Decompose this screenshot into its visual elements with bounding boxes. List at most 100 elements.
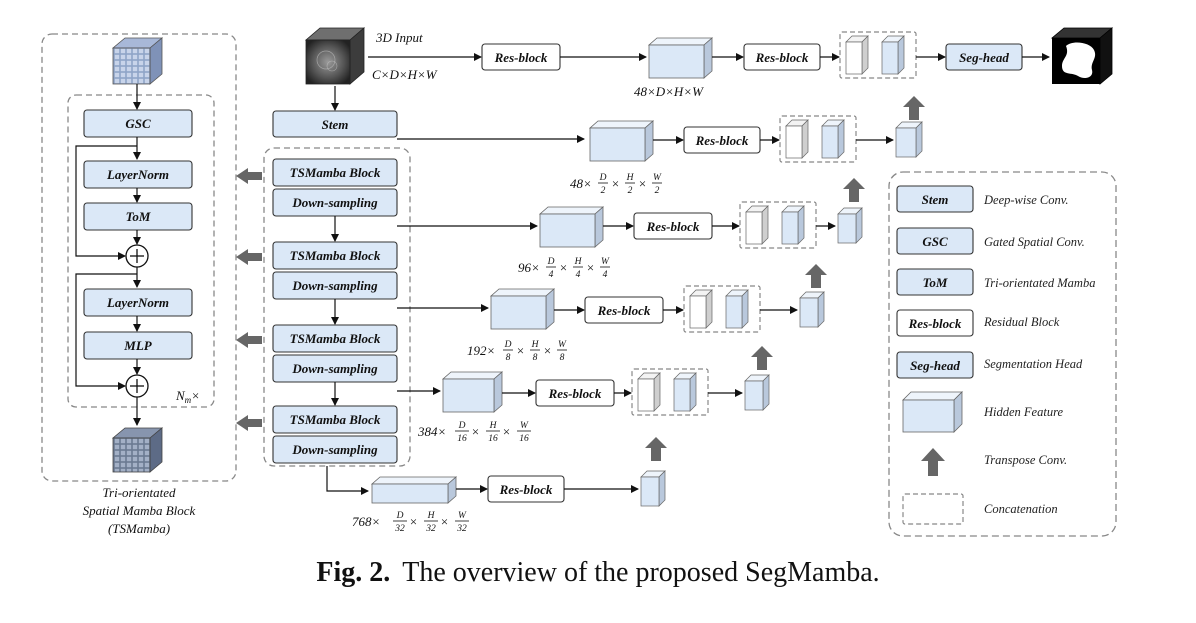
left-caption-3: (TSMamba): [108, 521, 170, 536]
svg-text:Segmentation Head: Segmentation Head: [984, 357, 1083, 371]
legend-tom: ToM Tri-orientated Mamba: [896, 268, 1095, 296]
upsampled-feature-4: [744, 374, 770, 411]
stem-label: Stem: [322, 117, 349, 132]
svg-text:H: H: [427, 511, 436, 521]
svg-text:GSC: GSC: [922, 234, 948, 249]
svg-text:W: W: [520, 421, 529, 431]
svg-text:TSMamba Block: TSMamba Block: [290, 165, 381, 180]
concat-group-2: [739, 201, 817, 249]
gsc-block: GSC: [83, 109, 193, 138]
legend-res-block: Res-block Residual Block: [896, 309, 1060, 337]
svg-text:Tri-orientated Mamba: Tri-orientated Mamba: [984, 276, 1095, 290]
feature-dims-l3: 192× D 8 × H 8 × W 8: [467, 340, 567, 363]
tsmamba-detail-frame: [41, 33, 237, 482]
hidden-feature-top: [647, 37, 714, 79]
input-feature-grid-icon: [111, 37, 164, 85]
svg-text:Gated Spatial Conv.: Gated Spatial Conv.: [984, 235, 1085, 249]
svg-text:384×: 384×: [417, 424, 446, 439]
transpose-conv-arrow-2: [805, 264, 827, 288]
svg-text:×: ×: [586, 260, 595, 275]
nm-repeat-label: Nm×: [175, 388, 200, 405]
output-feature-grid-icon: [111, 427, 164, 473]
tom-block: ToM: [83, 202, 193, 231]
transpose-conv-arrow-4: [645, 437, 667, 461]
svg-text:H: H: [489, 421, 498, 431]
hidden-feature-l2: [538, 206, 605, 248]
tsmamba-block-3: TSMamba Block: [272, 324, 398, 353]
svg-text:8: 8: [506, 353, 511, 363]
legend-hidden-feature: Hidden Feature: [902, 391, 1063, 433]
svg-text:D: D: [547, 257, 555, 267]
svg-text:32: 32: [425, 524, 436, 534]
hidden-feature-l1: [588, 120, 655, 162]
svg-text:8: 8: [560, 353, 565, 363]
figure-caption-prefix: Fig. 2.: [316, 557, 391, 588]
down-sampling-2: Down-sampling: [272, 271, 398, 300]
svg-text:H: H: [574, 257, 583, 267]
svg-text:Res-block: Res-block: [597, 303, 651, 318]
figure-caption: Fig. 2.The overview of the proposed SegM…: [0, 557, 1196, 589]
svg-text:768×: 768×: [352, 514, 380, 529]
seg-head-block: Seg-head: [945, 43, 1023, 71]
add-node-2: [125, 374, 149, 398]
feature-dims-l5: 768× D 32 × H 32 × W 32: [352, 511, 469, 534]
svg-text:Res-block: Res-block: [695, 133, 749, 148]
down-sampling-1: Down-sampling: [272, 188, 398, 217]
res-block-dec-5: Res-block: [487, 475, 565, 503]
layernorm-block-1: LayerNorm: [83, 160, 193, 189]
left-caption-2: Spatial Mamba Block: [83, 503, 196, 518]
legend-frame: [888, 171, 1117, 537]
svg-text:Seg-head: Seg-head: [959, 50, 1009, 65]
upsampled-feature-1: [895, 121, 923, 158]
3d-input-volume-image: [304, 27, 366, 85]
svg-text:ToM: ToM: [923, 275, 948, 290]
concat-group-1: [779, 115, 857, 163]
mlp-label: MLP: [123, 338, 153, 353]
gsc-label: GSC: [125, 116, 151, 131]
svg-text:×: ×: [559, 260, 568, 275]
legend-concatenation: Concatenation: [902, 493, 1058, 525]
hidden-feature-l5: [370, 476, 458, 504]
svg-text:32: 32: [456, 524, 467, 534]
hidden-feature-l3: [489, 288, 556, 330]
svg-text:H: H: [531, 340, 540, 350]
tsmamba-block-2: TSMamba Block: [272, 241, 398, 270]
svg-text:×: ×: [638, 176, 647, 191]
svg-text:Down-sampling: Down-sampling: [291, 442, 378, 457]
svg-text:D: D: [504, 340, 512, 350]
legend-seg-head: Seg-head Segmentation Head: [896, 351, 1083, 379]
svg-text:16: 16: [457, 434, 467, 444]
svg-text:×: ×: [516, 343, 525, 358]
upsampled-feature-5: [640, 470, 666, 507]
res-block-dec-1: Res-block: [683, 126, 761, 154]
res-block-top: Res-block: [481, 43, 561, 71]
layernorm-label-1: LayerNorm: [106, 167, 169, 182]
feature-dims-l4: 384× D 16 × H 16 × W 16: [417, 421, 531, 444]
svg-text:Res-block: Res-block: [499, 482, 553, 497]
tsmamba-block-4: TSMamba Block: [272, 405, 398, 434]
svg-text:×: ×: [471, 424, 480, 439]
input-dims: C×D×H×W: [372, 67, 438, 82]
concat-group-4: [631, 368, 709, 416]
svg-text:4: 4: [576, 270, 581, 280]
svg-text:2: 2: [655, 186, 660, 196]
legend-gsc: GSC Gated Spatial Conv.: [896, 227, 1085, 255]
down-sampling-3: Down-sampling: [272, 354, 398, 383]
svg-text:Hidden Feature: Hidden Feature: [983, 405, 1063, 419]
stem-block: Stem: [272, 110, 398, 138]
svg-text:Res-block: Res-block: [646, 219, 700, 234]
input-title: 3D Input: [375, 30, 423, 45]
tsmamba-inner-frame: [67, 94, 215, 408]
svg-text:×: ×: [611, 176, 620, 191]
svg-text:×: ×: [502, 424, 511, 439]
svg-text:TSMamba Block: TSMamba Block: [290, 412, 381, 427]
feature-dims-l1: 48× D 2 × H 2 × W 2: [570, 173, 662, 196]
svg-text:Deep-wise Conv.: Deep-wise Conv.: [983, 193, 1068, 207]
res-block-dec-4: Res-block: [535, 379, 615, 407]
segmentation-output-image: [1050, 27, 1114, 85]
tom-label: ToM: [126, 209, 151, 224]
svg-text:W: W: [653, 173, 662, 183]
svg-text:Res-block: Res-block: [755, 50, 809, 65]
svg-text:×: ×: [409, 514, 418, 529]
svg-text:48×: 48×: [570, 176, 592, 191]
